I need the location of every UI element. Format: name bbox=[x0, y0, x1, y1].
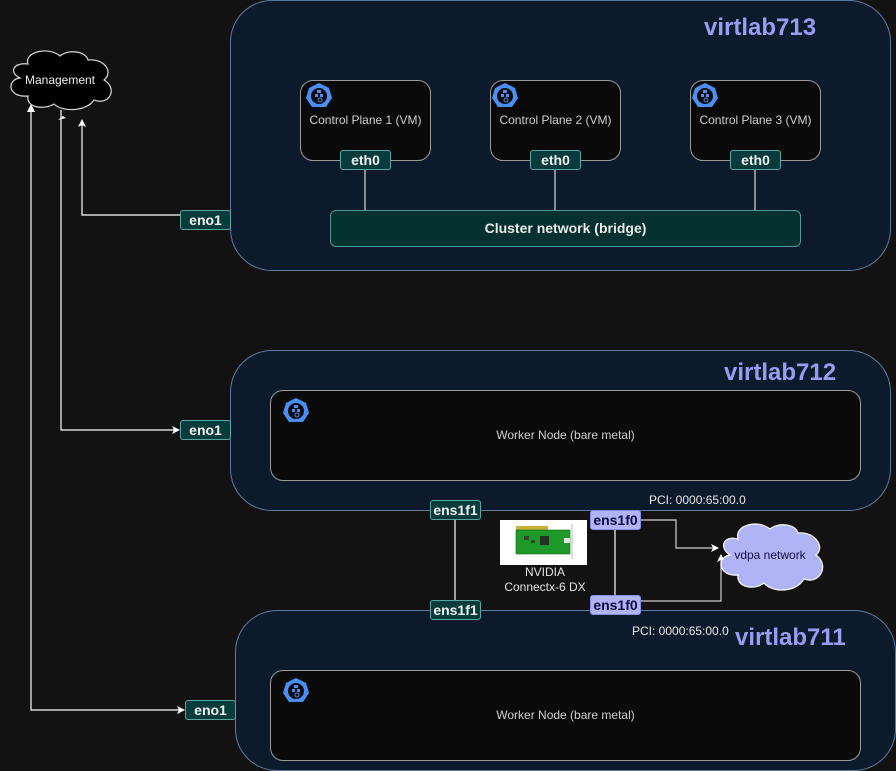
kubernetes-icon bbox=[306, 83, 332, 107]
kubernetes-icon bbox=[692, 83, 718, 107]
network-card-icon bbox=[515, 524, 573, 559]
management-cloud-label: Management bbox=[24, 73, 96, 87]
control-plane-3-node[interactable]: Control Plane 3 (VM) bbox=[690, 80, 821, 161]
nvidia-nic-image bbox=[500, 520, 587, 565]
virtlab711-worker-node[interactable]: Worker Node (bare metal) bbox=[270, 670, 861, 761]
nic-model: Connectx-6 DX bbox=[504, 580, 586, 594]
control-plane-2-label: Control Plane 2 (VM) bbox=[499, 113, 612, 127]
control-plane-2-node[interactable]: Control Plane 2 (VM) bbox=[490, 80, 621, 161]
cp2-eth0-port[interactable]: eth0 bbox=[530, 150, 581, 170]
vdpa-link-712 bbox=[640, 519, 719, 552]
cp1-eth0-port[interactable]: eth0 bbox=[340, 150, 391, 170]
vdpa-network-label: vdpa network bbox=[734, 548, 806, 562]
host-title-virtlab712: virtlab712 bbox=[724, 359, 837, 386]
nic-vendor: NVIDIA bbox=[524, 565, 565, 579]
cp3-eth0-port[interactable]: eth0 bbox=[730, 150, 781, 170]
kubernetes-icon bbox=[492, 83, 518, 107]
vdpa-link-711 bbox=[640, 554, 725, 602]
mgmt-link-712 bbox=[60, 110, 180, 434]
virtlab712-eno1-port[interactable]: eno1 bbox=[180, 420, 231, 440]
virtlab712-worker-label: Worker Node (bare metal) bbox=[496, 428, 635, 442]
host-title-virtlab711: virtlab711 bbox=[735, 624, 846, 651]
virtlab712-ens1f1-port[interactable]: ens1f1 bbox=[430, 500, 481, 520]
control-plane-3-label: Control Plane 3 (VM) bbox=[699, 113, 812, 127]
management-cloud bbox=[10, 50, 112, 111]
host-title-virtlab713: virtlab713 bbox=[704, 14, 817, 41]
mgmt-link-713 bbox=[78, 119, 181, 216]
control-plane-1-node[interactable]: Control Plane 1 (VM) bbox=[300, 80, 431, 161]
virtlab713-eno1-port[interactable]: eno1 bbox=[180, 210, 231, 230]
kubernetes-icon bbox=[283, 678, 309, 702]
nic-caption: NVIDIA Connectx-6 DX bbox=[490, 565, 600, 595]
kubernetes-icon bbox=[283, 398, 309, 422]
virtlab711-worker-label: Worker Node (bare metal) bbox=[496, 708, 635, 722]
virtlab711-eno1-port[interactable]: eno1 bbox=[185, 700, 236, 720]
virtlab712-ens1f0-port[interactable]: ens1f0 bbox=[590, 510, 641, 530]
virtlab711-ens1f1-port[interactable]: ens1f1 bbox=[430, 600, 481, 620]
vdpa-network-cloud bbox=[720, 523, 824, 591]
virtlab712-pci-address: PCI: 0000:65:00.0 bbox=[649, 493, 746, 507]
virtlab711-ens1f0-port[interactable]: ens1f0 bbox=[590, 595, 641, 615]
mgmt-link-711 bbox=[30, 106, 185, 714]
control-plane-1-label: Control Plane 1 (VM) bbox=[309, 113, 422, 127]
cluster-network-bridge[interactable]: Cluster network (bridge) bbox=[330, 210, 801, 247]
virtlab712-worker-node[interactable]: Worker Node (bare metal) bbox=[270, 390, 861, 481]
virtlab711-pci-address: PCI: 0000:65:00.0 bbox=[632, 624, 729, 638]
